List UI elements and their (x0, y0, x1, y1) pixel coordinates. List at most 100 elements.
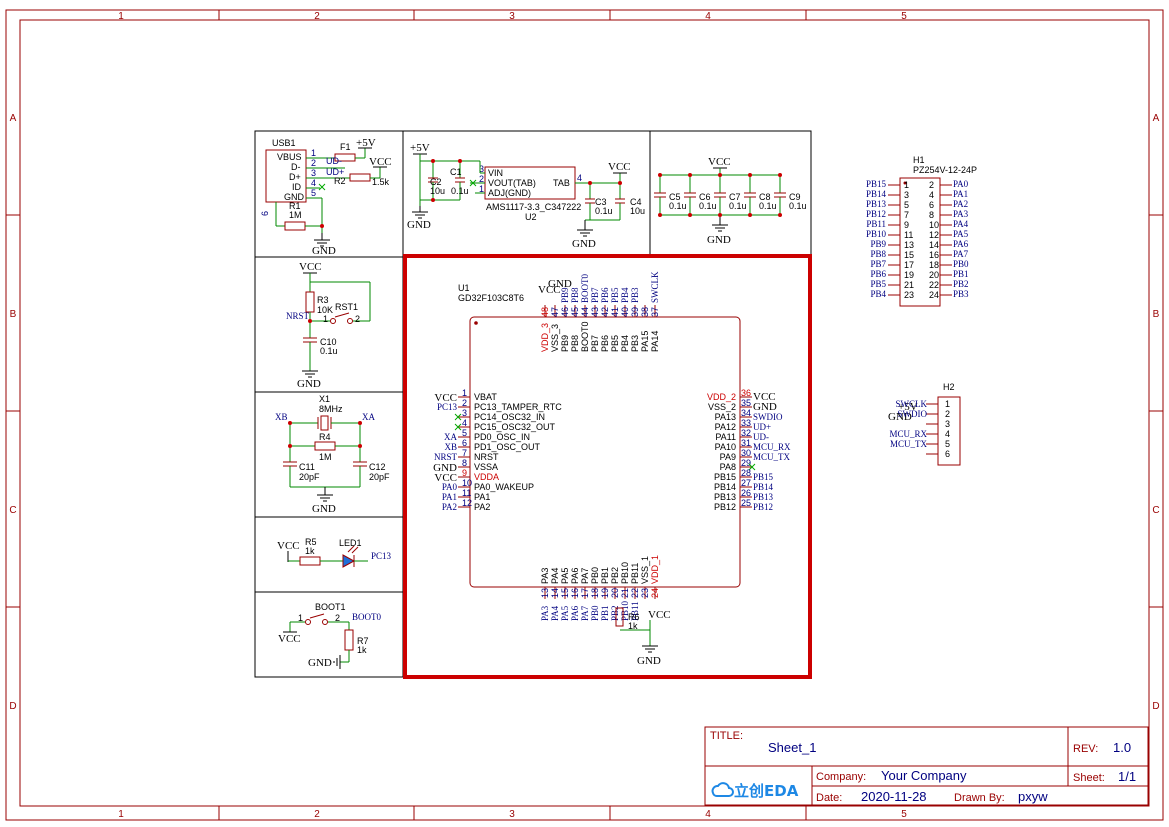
usb-circuit[interactable]: USB1 VBUS D- D+ ID GND 1 2 3 4 5 6 F1 +5… (260, 137, 392, 257)
u2-pin-num: 4 (577, 173, 582, 183)
r4-ref: R4 (319, 432, 331, 442)
rst1-pin1: 1 (323, 314, 328, 324)
pin-number: 35 (741, 398, 751, 408)
pin-name: PB10 (620, 562, 630, 584)
h2-net-label: MCU_TX (890, 439, 928, 449)
row-marker: C (9, 505, 16, 516)
h2-pin-number: 5 (945, 439, 950, 449)
h2-net-label: SWDIO (898, 409, 928, 419)
crystal-circuit[interactable]: X1 8MHz XB XA R4 1M C11 20pF C12 20pF (275, 394, 390, 515)
resistor-r7 (344, 629, 354, 651)
h2-net-label: SWCLK (896, 399, 928, 409)
sheet-inner-frame (19, 19, 1150, 807)
h1-pin-number: 24 (929, 290, 939, 300)
row-marker: B (10, 309, 17, 320)
column-marker: 3 (509, 11, 515, 22)
pin-name: PA7 (580, 568, 590, 584)
pin-net-label: XA (444, 432, 457, 442)
pin-net-label: PB12 (753, 502, 773, 512)
pin-name: VDD_3 (540, 323, 550, 352)
h1-pin-number: 2 (929, 180, 934, 190)
h1-pin-number: 17 (904, 260, 914, 270)
pin-net-label: PB0 (590, 605, 600, 621)
sheet-label: Sheet: (1073, 772, 1105, 784)
c11-value: 20pF (299, 472, 320, 482)
x1-value: 8MHz (319, 404, 343, 414)
pin-number: 46 (560, 307, 570, 317)
pin-net-label: PA4 (550, 605, 560, 621)
pin-name: PA9 (720, 452, 736, 462)
h1-net-label: PA1 (953, 189, 968, 199)
pin-number: 14 (550, 588, 560, 598)
pin-name: PA14 (650, 331, 660, 352)
h1-net-label: PB0 (953, 259, 969, 269)
reset-circuit[interactable]: VCC R3 10K NRST RST1 1 2 C10 0.1u GND (286, 261, 371, 390)
column-marker: 5 (901, 809, 907, 820)
x1-ref: X1 (319, 394, 330, 404)
switch-contact (322, 619, 328, 625)
h1-net-label: PB10 (866, 229, 887, 239)
h1-net-label: PA5 (953, 229, 969, 239)
h1-net-label: PA6 (953, 239, 969, 249)
pin-number: 2 (462, 398, 467, 408)
pin-net-label: NRST (434, 452, 458, 462)
cap-value: 0.1u (729, 201, 747, 211)
usb-pin-num: 4 (311, 178, 316, 188)
h1-pin-number: 5 (904, 200, 909, 210)
c10-value: 0.1u (320, 346, 338, 356)
pin-net-label: PB2 (610, 605, 620, 621)
h1-pin-number: 18 (929, 260, 939, 270)
gnd-label: GND (888, 411, 912, 423)
usb-pin-num: 2 (311, 158, 316, 168)
cap-value: 0.1u (669, 201, 687, 211)
junction (778, 213, 782, 217)
h1-pin-number: 3 (904, 190, 909, 200)
net-nrst: NRST (286, 311, 310, 321)
pin-name: PC15_OSC32_OUT (474, 422, 556, 432)
pin-net-label: VCC (434, 392, 457, 404)
h1-net-label: PA0 (953, 179, 969, 189)
usb-ref: USB1 (272, 138, 296, 148)
no-connect-mark (469, 179, 477, 187)
c3-value: 0.1u (595, 206, 613, 216)
net-ud-plus: UD+ (326, 167, 344, 177)
pin-net-label: SWDIO (753, 412, 783, 422)
gnd-label: GND (572, 238, 596, 250)
pin-net-label: PA2 (442, 502, 457, 512)
pin-name: NRST (474, 452, 499, 462)
h1-pin-number: 9 (904, 220, 909, 230)
net-xa: XA (362, 412, 375, 422)
led-emission-arrow (347, 545, 355, 553)
ldo-circuit[interactable]: +5V C2 10u C1 0.1u GND VIN VOUT(TAB) ADJ… (407, 142, 645, 250)
h2-pin-number: 2 (945, 409, 950, 419)
junction (718, 213, 722, 217)
h1-pin-number: 13 (904, 240, 914, 250)
gnd-label: GND (707, 234, 731, 246)
sheet-outer-frame (5, 9, 1164, 821)
boot-circuit[interactable]: BOOT1 1 2 BOOT0 VCC R7 1k GND (278, 602, 381, 669)
pin-net-label: PB13 (753, 492, 774, 502)
pin-net-label: UD- (753, 432, 769, 442)
pin-net-label: SWCLK (650, 271, 660, 303)
r6-ref: R6 (628, 612, 640, 622)
u2-pin-vout: VOUT(TAB) (488, 178, 536, 188)
pin-number: 45 (570, 307, 580, 317)
h1-net-label: PB8 (870, 249, 886, 259)
sheet-value: 1/1 (1118, 769, 1136, 784)
column-marker: 4 (705, 809, 711, 820)
sheet-title: Sheet_1 (768, 740, 816, 755)
led-circuit[interactable]: VCC R5 1k LED1 PC13 (277, 537, 392, 568)
pin-number: 13 (540, 588, 550, 598)
mcu-selection-box[interactable] (403, 254, 812, 679)
h1-net-label: PB15 (866, 179, 887, 189)
junction (431, 159, 435, 163)
column-marker: 2 (314, 11, 320, 22)
mcu-top-pins: 48VDD_347VSS_346PB9PB945PB8PB844BOOT0BOO… (540, 271, 660, 352)
pin-net-label: PB5 (610, 287, 620, 303)
